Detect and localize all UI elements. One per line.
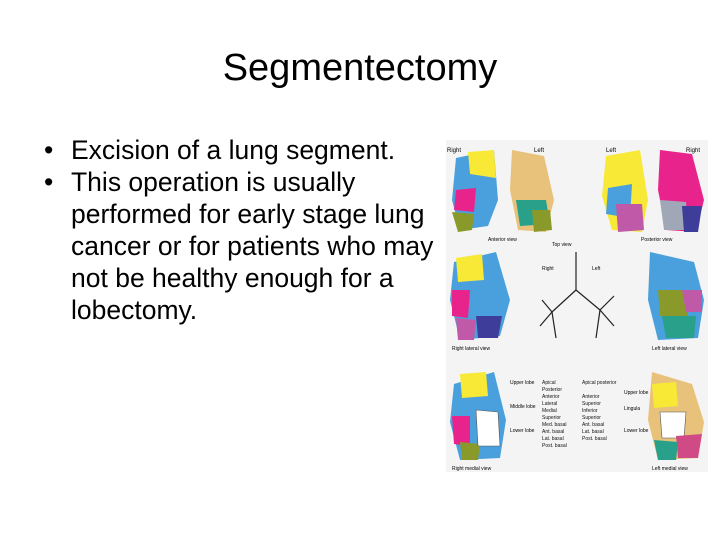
segment-region [460, 442, 480, 460]
legend-left-item: Lat. basal [582, 429, 604, 435]
segment-region [660, 200, 688, 230]
segment-region [532, 210, 552, 232]
segment-region [456, 318, 476, 340]
lobe-label-upper: Upper lobe [624, 390, 649, 396]
lobe-label-lower: Lower lobe [624, 428, 649, 434]
bronchus-branch [599, 295, 615, 311]
segment-region [475, 409, 501, 447]
side-label-right: Right [447, 148, 461, 154]
segment-region [452, 290, 470, 318]
lobe-label-middle: Middle lobe [510, 404, 536, 410]
segment-region [476, 316, 502, 338]
segment-legend: Apical Posterior Anterior Lateral Medial… [542, 380, 617, 449]
bronchial-tree-diagram [539, 252, 615, 339]
bronchus-branch [541, 299, 553, 313]
legend-right-item: Lat. basal [542, 436, 564, 442]
lung-segments-diagram: Right Left Anterior view Left Right Post… [446, 140, 708, 472]
bullet-text: This operation is usually performed for … [71, 167, 434, 325]
legend-left-item: Ant. basal [582, 422, 604, 428]
legend-right-item: Anterior [542, 394, 560, 400]
side-label-left: Left [592, 266, 601, 272]
legend-left-item: Post. basal [582, 436, 607, 442]
legend-right-item: Ant. basal [542, 429, 564, 435]
segment-region [659, 411, 687, 439]
legend-right-item: Posterior [542, 387, 562, 393]
anterior-view-lungs: Right Left Anterior view [447, 148, 554, 243]
legend-right-item: Apical [542, 380, 556, 386]
posterior-view-lungs: Left Right Posterior view [602, 148, 704, 243]
segment-region [658, 290, 688, 316]
lateral-view-lungs: Right Left Top view Right lateral view L… [450, 242, 704, 352]
bronchus-branch [551, 311, 557, 339]
lobe-label-lower: Lower lobe [510, 428, 535, 434]
legend-right-item: Lateral [542, 401, 557, 407]
bullet-dot: • [44, 135, 54, 165]
legend-right-item: Med. basal [542, 422, 566, 428]
bronchus-branch [539, 311, 553, 327]
left-medial-view-label: Left medial view [652, 466, 688, 472]
segment-region [452, 212, 474, 232]
legend-right-item: Medial [542, 408, 557, 414]
right-lateral-view-label: Right lateral view [452, 346, 490, 352]
medial-view-lungs: Right medial view Left medial view Upper… [450, 372, 704, 472]
bullet-list: • Excision of a lung segment. • This ope… [44, 134, 436, 326]
bronchus-branch [599, 309, 615, 327]
posterior-view-label: Posterior view [641, 237, 673, 243]
bullet-item: • This operation is usually performed fo… [44, 166, 436, 326]
segment-region [662, 316, 696, 338]
legend-right-item: Superior [542, 415, 561, 421]
segment-region [682, 290, 702, 312]
lung-segments-figure: Right Left Anterior view Left Right Post… [446, 140, 708, 472]
bullet-dot: • [44, 167, 54, 197]
side-label-left: Left [606, 148, 616, 154]
legend-left-item: Superior [582, 415, 601, 421]
segment-region [468, 150, 496, 178]
right-medial-view-label: Right medial view [452, 466, 492, 472]
segment-region [682, 206, 702, 232]
bullet-text: Excision of a lung segment. [71, 135, 396, 165]
legend-right-item: Post. basal [542, 443, 567, 449]
segment-region [454, 188, 476, 212]
legend-left-item: Apical posterior [582, 380, 617, 386]
slide-title: Segmentectomy [222, 47, 498, 89]
side-label-left: Left [534, 148, 544, 154]
segment-region [676, 434, 702, 458]
legend-left-item: Superior [582, 401, 601, 407]
lobe-label-upper: Upper lobe [510, 380, 535, 386]
right-main-bronchus [551, 289, 577, 313]
left-main-bronchus [575, 289, 601, 311]
segment-region [652, 382, 678, 408]
segment-region [456, 254, 484, 282]
segment-region [460, 372, 488, 398]
segment-region [452, 416, 470, 446]
side-label-right: Right [686, 148, 700, 154]
top-view-label: Top view [552, 242, 572, 248]
left-lateral-view-label: Left lateral view [652, 346, 687, 352]
side-label-right: Right [542, 266, 554, 272]
bullet-item: • Excision of a lung segment. [44, 134, 436, 166]
bronchus-branch [595, 309, 601, 339]
lobe-label-lingula: Lingula [624, 406, 640, 412]
anterior-view-label: Anterior view [488, 237, 517, 243]
legend-left-item: Anterior [582, 394, 600, 400]
segment-region [654, 440, 678, 460]
segment-region [616, 204, 644, 232]
legend-left-item: Inferior [582, 408, 598, 414]
